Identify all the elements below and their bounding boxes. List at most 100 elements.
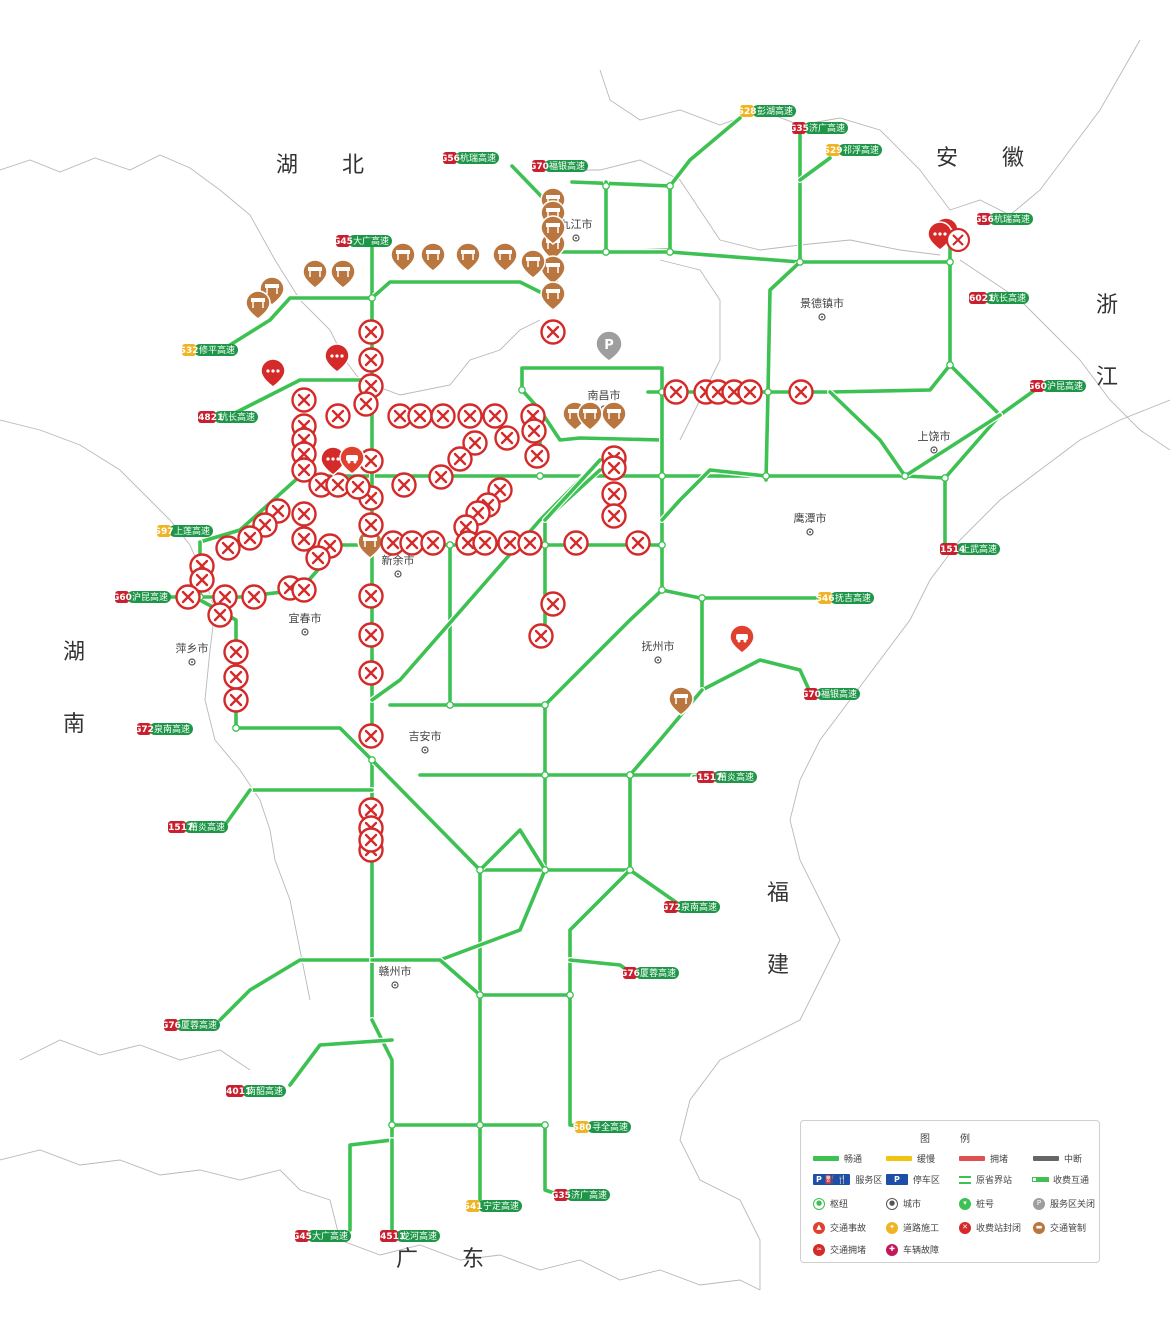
traffic-control-icon[interactable] — [390, 242, 416, 272]
hub-icon: ● — [813, 1197, 825, 1210]
toll-closed-icon[interactable] — [291, 501, 317, 527]
toll-closed-icon[interactable] — [358, 347, 384, 373]
traffic-control-icon[interactable] — [302, 259, 328, 289]
toll-closed-icon[interactable] — [325, 472, 351, 498]
svg-text:S46: S46 — [815, 594, 834, 604]
toll-closed-icon[interactable] — [358, 512, 384, 538]
toll-closed-icon[interactable] — [291, 526, 317, 552]
traffic-control-icon[interactable] — [601, 401, 627, 431]
city-label: 吉安市 — [409, 729, 442, 743]
toll-closed-icon[interactable] — [430, 403, 456, 429]
toll-closed-icon[interactable] — [540, 319, 566, 345]
toll-closed-icon[interactable] — [428, 464, 454, 490]
traffic-control-icon[interactable] — [245, 290, 271, 320]
toll-closed-icon[interactable] — [358, 660, 384, 686]
toll-closed-icon[interactable] — [345, 474, 371, 500]
city-jiujiang: 九江市 — [560, 217, 593, 242]
service-closed-icon[interactable]: P — [595, 330, 623, 362]
traffic-control-icon[interactable] — [577, 401, 603, 431]
toll-closed-icon[interactable] — [737, 379, 763, 405]
toll-closed-icon[interactable] — [407, 403, 433, 429]
toll-closed-icon[interactable] — [540, 591, 566, 617]
toll-closed-icon[interactable] — [223, 664, 249, 690]
traffic-control-icon[interactable] — [540, 255, 566, 285]
svg-text:福银高速: 福银高速 — [549, 160, 585, 172]
toll-closed-icon[interactable] — [223, 639, 249, 665]
yellow-bar-icon — [886, 1156, 912, 1161]
service-area-icon: P ⛽ 🍴 — [813, 1174, 851, 1185]
congestion-icon[interactable] — [260, 358, 286, 388]
toll-closed-icon[interactable] — [462, 430, 488, 456]
toll-closed-icon: ✕ — [959, 1221, 971, 1234]
svg-text:大广高速: 大广高速 — [353, 235, 389, 247]
toll-closed-icon[interactable] — [601, 481, 627, 507]
province-labels: 湖 北安 徽浙江湖南福建广 东 — [63, 146, 1118, 1272]
toll-closed-icon[interactable] — [663, 379, 689, 405]
toll-closed-icon[interactable] — [517, 530, 543, 556]
toll-closed-icon[interactable] — [391, 472, 417, 498]
toll-closed-icon[interactable] — [945, 227, 971, 253]
svg-text:S29: S29 — [823, 146, 842, 156]
traffic-control-icon[interactable] — [540, 281, 566, 311]
toll-closed-icon[interactable] — [625, 530, 651, 556]
toll-closed-icon[interactable] — [472, 530, 498, 556]
accident-icon[interactable] — [729, 624, 755, 654]
route-shield-icon — [295, 1230, 309, 1242]
toll-closed-icon[interactable] — [237, 525, 263, 551]
accident-icon[interactable] — [339, 445, 365, 475]
toll-closed-icon[interactable] — [420, 530, 446, 556]
toll-closed-icon[interactable] — [601, 455, 627, 481]
toll-closed-icon[interactable] — [291, 387, 317, 413]
toll-closed-icon[interactable] — [358, 622, 384, 648]
toll-closed-icon[interactable] — [528, 623, 554, 649]
toll-closed-icon[interactable] — [494, 425, 520, 451]
toll-closed-icon[interactable] — [305, 545, 331, 571]
svg-text:福银高速: 福银高速 — [821, 688, 857, 700]
svg-text:厦蓉高速: 厦蓉高速 — [640, 967, 676, 979]
toll-closed-icon[interactable] — [358, 827, 384, 853]
svg-text:上武高速: 上武高速 — [961, 543, 997, 555]
traffic-control-icon[interactable] — [330, 259, 356, 289]
toll-closed-icon[interactable] — [291, 457, 317, 483]
toll-closed-icon[interactable] — [189, 567, 215, 593]
toll-closed-icon[interactable] — [358, 319, 384, 345]
legend-item-congestion: ≈ 交通拥堵 — [813, 1243, 866, 1256]
toll-closed-icon[interactable] — [788, 379, 814, 405]
province-label-hubei: 湖 北 — [276, 153, 364, 178]
traffic-control-icon[interactable] — [492, 242, 518, 272]
toll-closed-icon[interactable] — [521, 418, 547, 444]
toll-closed-icon[interactable] — [563, 530, 589, 556]
toll-closed-icon[interactable] — [601, 503, 627, 529]
toll-closed-icon[interactable] — [380, 530, 406, 556]
toll-closed-icon[interactable] — [175, 584, 201, 610]
svg-text:泉南高速: 泉南高速 — [681, 901, 717, 913]
traffic-control-icon[interactable] — [520, 249, 546, 279]
toll-closed-icon[interactable] — [215, 535, 241, 561]
congestion-icon[interactable] — [324, 343, 350, 373]
toll-closed-icon[interactable] — [223, 687, 249, 713]
traffic-control-icon[interactable] — [540, 215, 566, 245]
toll-closed-icon[interactable] — [399, 530, 425, 556]
toll-closed-icon[interactable] — [524, 443, 550, 469]
traffic-control-icon[interactable] — [420, 242, 446, 272]
toll-closed-icon[interactable] — [291, 577, 317, 603]
city-pingxiang: 萍乡市 — [176, 641, 209, 666]
toll-closed-icon[interactable] — [447, 446, 473, 472]
toll-closed-icon[interactable] — [358, 723, 384, 749]
svg-text:南韶高速: 南韶高速 — [247, 1085, 283, 1097]
toll-closed-icon[interactable] — [457, 403, 483, 429]
toll-closed-icon[interactable] — [353, 391, 379, 417]
toll-closed-icon[interactable] — [207, 602, 233, 628]
toll-closed-icon[interactable] — [358, 583, 384, 609]
traffic-control-icon[interactable] — [455, 242, 481, 272]
toll-closed-icon[interactable] — [482, 403, 508, 429]
route-shield-icon — [740, 105, 754, 117]
traffic-control-icon[interactable] — [668, 686, 694, 716]
toll-closed-icon[interactable] — [358, 448, 384, 474]
svg-text:济广高速: 济广高速 — [809, 122, 845, 134]
toll-closed-icon[interactable] — [241, 584, 267, 610]
toll-closed-icon[interactable] — [325, 403, 351, 429]
